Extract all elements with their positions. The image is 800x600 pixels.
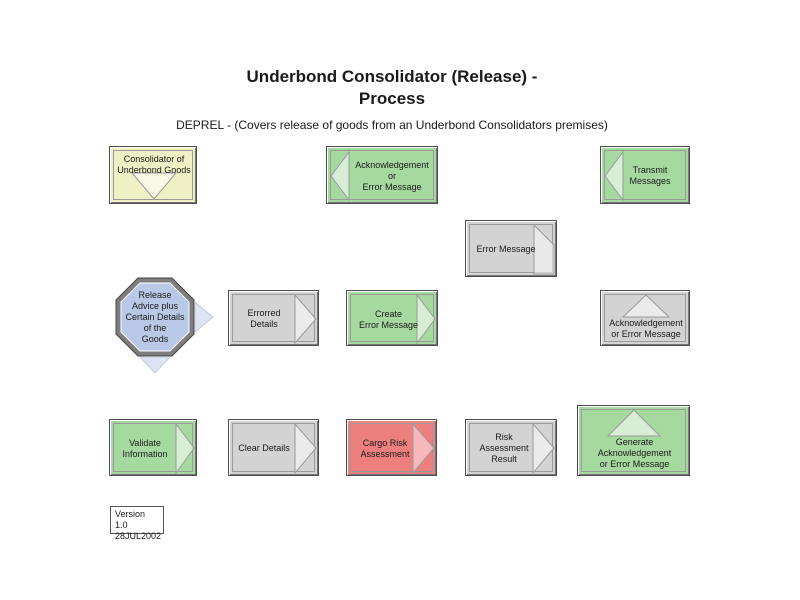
consolidator-label: Consolidator of Underbond Goods <box>117 154 191 175</box>
right-arrow-icon <box>294 293 317 345</box>
page-title-line-2: Process <box>358 89 426 108</box>
right-arrow-icon <box>532 422 555 475</box>
page-title-line-1: Underbond Consolidator (Release) - <box>246 67 538 86</box>
transmit-label: Transmit Messages <box>629 165 671 186</box>
right-arrow-icon <box>412 422 435 475</box>
release-advice-label: Release Advice plus Certain Details of t… <box>125 289 185 344</box>
transmit-box: Transmit Messages <box>600 146 690 204</box>
errored-details-label: Errorred Details <box>247 308 281 329</box>
validate-box: Validate Information <box>109 419 197 476</box>
error-message-box: Error Message <box>465 220 557 277</box>
risk-result-label: Risk Assessment Result <box>479 432 529 464</box>
ack-right-box: Acknowledgement or Error Message <box>600 290 690 346</box>
up-arrow-icon <box>621 294 671 318</box>
cargo-risk-box: Cargo Risk Assessment <box>346 419 437 476</box>
right-arrow-icon <box>195 302 214 332</box>
error-message-label: Error Message <box>476 244 536 254</box>
validate-label: Validate Information <box>122 437 168 459</box>
cargo-risk-label: Cargo Risk Assessment <box>360 437 410 459</box>
corner-arrow-icon <box>533 223 555 275</box>
consolidator-box: Consolidator of Underbond Goods <box>109 146 197 204</box>
release-advice-octagon <box>115 277 195 357</box>
errored-details-box: Errorred Details <box>228 290 319 346</box>
down-arrow-icon <box>140 357 170 374</box>
left-arrow-icon <box>330 150 350 202</box>
clear-details-box: Clear Details <box>228 419 319 476</box>
create-error-box: Create Error Message <box>346 290 438 346</box>
right-arrow-icon <box>416 293 436 345</box>
clear-details-label: Clear Details <box>238 443 290 453</box>
ack-right-label: Acknowledgement or Error Message <box>609 318 683 339</box>
version-box: Version 1.0 28JUL2002 <box>110 506 164 541</box>
right-arrow-icon <box>175 422 195 475</box>
version-number: Version 1.0 <box>115 509 146 530</box>
version-date: 28JUL2002 <box>115 531 162 541</box>
left-arrow-icon <box>604 150 624 202</box>
generate-ack-label: Generate Acknowledgement or Error Messag… <box>597 436 672 469</box>
generate-ack-box: Generate Acknowledgement or Error Messag… <box>577 405 690 476</box>
page-subtitle: DEPREL - (Covers release of goods from a… <box>176 118 608 132</box>
ack-top-label: Acknowledgement or Error Message <box>355 159 429 192</box>
up-arrow-icon <box>606 409 662 437</box>
down-arrow-icon <box>130 172 178 200</box>
create-error-label: Create Error Message <box>358 309 419 330</box>
ack-top-box: Acknowledgement or Error Message <box>326 146 438 204</box>
risk-result-box: Risk Assessment Result <box>465 419 557 476</box>
right-arrow-icon <box>294 422 317 475</box>
